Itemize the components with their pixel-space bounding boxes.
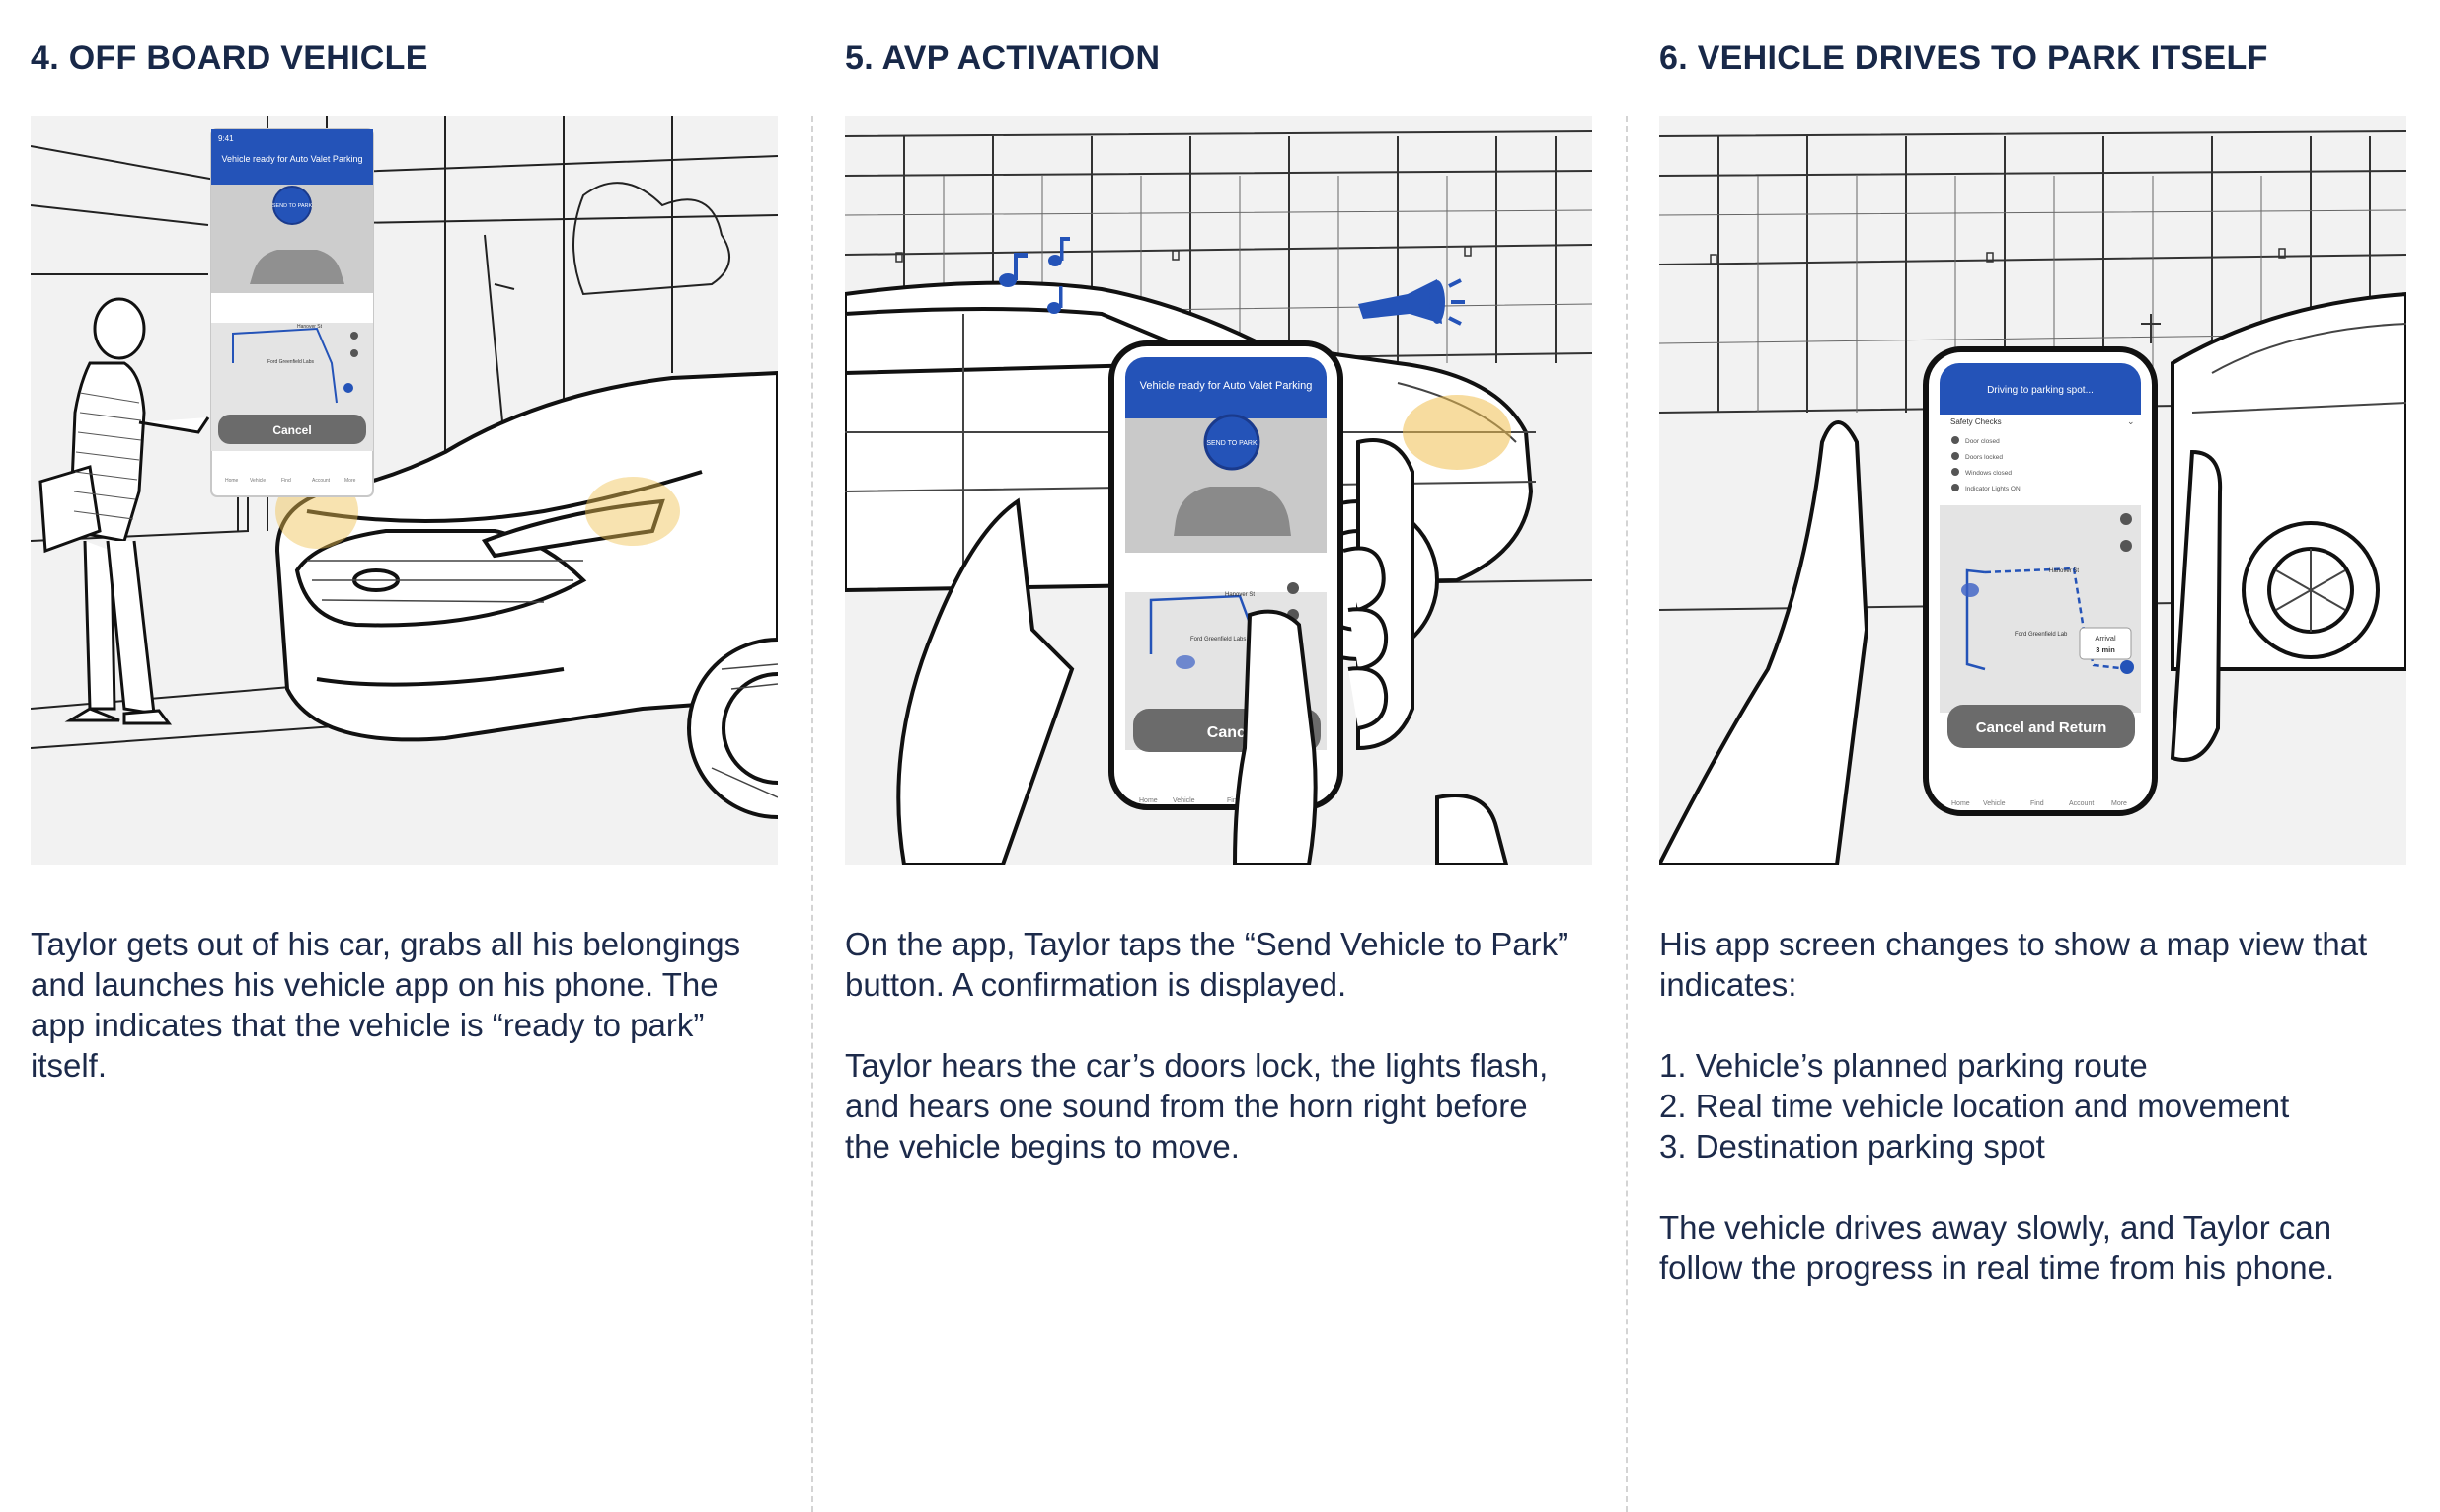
nav-find[interactable]: Find bbox=[281, 478, 291, 484]
app-header-text: Vehicle ready for Auto Valet Parking bbox=[1140, 380, 1313, 392]
storyboard-panel-off-board: 4. OFF BOARD VEHICLE bbox=[31, 0, 778, 1512]
check-icon bbox=[1951, 452, 1959, 460]
layers-icon[interactable] bbox=[2120, 513, 2132, 525]
cancel-and-return-button[interactable] bbox=[1947, 705, 2135, 748]
vehicle-image bbox=[250, 250, 344, 284]
arrival-label: Arrival bbox=[2095, 634, 2116, 643]
nav-vehicle[interactable]: Vehicle bbox=[1983, 800, 2006, 807]
description-line: 1. Vehicle’s planned parking route bbox=[1659, 1047, 2148, 1084]
nav-more[interactable]: More bbox=[2111, 800, 2127, 807]
layers-icon[interactable] bbox=[1287, 582, 1299, 594]
description-paragraph: On the app, Taylor taps the “Send Vehicl… bbox=[845, 924, 1592, 1005]
description-paragraph: 1. Vehicle’s planned parking route 2. Re… bbox=[1659, 1045, 2406, 1167]
storyboard-panel-avp-activation: 5. AVP ACTIVATION bbox=[845, 0, 1592, 1512]
send-to-park-button[interactable] bbox=[1203, 414, 1260, 471]
panel-title: 6. VEHICLE DRIVES TO PARK ITSELF bbox=[1659, 39, 2268, 77]
send-to-park-label: SEND TO PARK bbox=[1206, 440, 1258, 447]
panel-title: 5. AVP ACTIVATION bbox=[845, 39, 1161, 77]
nav-vehicle[interactable]: Vehicle bbox=[1173, 797, 1195, 804]
parking-pin-icon bbox=[343, 383, 353, 393]
check-icon bbox=[1951, 484, 1959, 491]
panel-description: Taylor gets out of his car, grabs all hi… bbox=[31, 924, 778, 1126]
description-line: The vehicle drives away slowly, and Tayl… bbox=[1659, 1209, 2332, 1246]
map-view bbox=[1940, 505, 2141, 713]
send-to-park-button[interactable] bbox=[272, 186, 312, 225]
send-to-park-label: SEND TO PARK bbox=[272, 203, 313, 209]
panel-description: His app screen changes to show a map vie… bbox=[1659, 924, 2406, 1328]
description-paragraph: The vehicle drives away slowly, and Tayl… bbox=[1659, 1207, 2406, 1288]
chevron-down-icon[interactable]: ⌄ bbox=[2127, 416, 2135, 426]
illustration-off-board: 9:41 Vehicle ready for Auto Valet Parkin… bbox=[31, 116, 778, 865]
map-street-label: Hanover St bbox=[297, 324, 323, 330]
safety-check-item: Windows closed bbox=[1965, 470, 2012, 477]
description-paragraph: His app screen changes to show a map vie… bbox=[1659, 924, 2406, 1005]
description-paragraph: Taylor hears the car’s doors lock, the l… bbox=[845, 1045, 1592, 1167]
description-line: and hears one sound from the horn right … bbox=[845, 1088, 1528, 1124]
description-line: app indicates that the vehicle is “ready… bbox=[31, 1007, 705, 1043]
vehicle-location-marker bbox=[1176, 655, 1195, 669]
camera-icon[interactable] bbox=[350, 349, 358, 357]
panel-divider bbox=[811, 116, 813, 1512]
description-line: follow the progress in real time from hi… bbox=[1659, 1249, 2335, 1286]
description-line: itself. bbox=[31, 1047, 108, 1084]
nav-home[interactable]: Home bbox=[1139, 797, 1158, 804]
description-line: the vehicle begins to move. bbox=[845, 1128, 1240, 1165]
description-line: button. A confirmation is displayed. bbox=[845, 966, 1347, 1003]
nav-vehicle[interactable]: Vehicle bbox=[250, 478, 266, 484]
arrival-tooltip bbox=[2079, 627, 2132, 660]
illustration-avp-activation: Vehicle ready for Auto Valet Parking SEN… bbox=[845, 116, 1592, 865]
app-header-text: Vehicle ready for Auto Valet Parking bbox=[222, 154, 363, 164]
vehicle-location-marker bbox=[1961, 583, 1979, 597]
nav-find[interactable]: Find bbox=[2030, 800, 2044, 807]
description-paragraph: Taylor gets out of his car, grabs all hi… bbox=[31, 924, 778, 1086]
description-line: Taylor hears the car’s doors lock, the l… bbox=[845, 1047, 1549, 1084]
storyboard-panel-vehicle-drives: 6. VEHICLE DRIVES TO PARK ITSELF bbox=[1659, 0, 2406, 1512]
nav-more[interactable]: More bbox=[344, 478, 356, 484]
panel-title: 4. OFF BOARD VEHICLE bbox=[31, 39, 428, 77]
safety-check-item: Door closed bbox=[1965, 438, 2000, 445]
nav-home[interactable]: Home bbox=[225, 478, 239, 484]
description-line: 2. Real time vehicle location and moveme… bbox=[1659, 1088, 2290, 1124]
vehicle-image bbox=[1174, 487, 1291, 536]
description-line: indicates: bbox=[1659, 966, 1797, 1003]
parking-pin-icon bbox=[2120, 660, 2134, 674]
music-notes-icon bbox=[999, 237, 1070, 314]
cancel-and-return-label: Cancel and Return bbox=[1976, 719, 2107, 736]
safety-check-item: Indicator Lights ON bbox=[1965, 486, 2021, 492]
description-line: 3. Destination parking spot bbox=[1659, 1128, 2045, 1165]
cancel-button-label: Cancel bbox=[272, 423, 311, 437]
description-line: Taylor gets out of his car, grabs all hi… bbox=[31, 926, 741, 962]
app-status-time: 9:41 bbox=[218, 134, 234, 143]
safety-checks-title: Safety Checks bbox=[1950, 417, 2002, 426]
panel-description: On the app, Taylor taps the “Send Vehicl… bbox=[845, 924, 1592, 1207]
panel-divider bbox=[1626, 116, 1628, 1512]
illustration-vehicle-drives: Driving to parking spot... Safety Checks… bbox=[1659, 116, 2406, 865]
description-line: His app screen changes to show a map vie… bbox=[1659, 926, 2368, 962]
horn-icon bbox=[1358, 278, 1465, 326]
nav-find[interactable]: Find bbox=[1227, 797, 1241, 804]
camera-icon[interactable] bbox=[2120, 540, 2132, 552]
map-place-label: Ford Greenfield Labs bbox=[267, 359, 314, 365]
nav-account[interactable]: Account bbox=[2069, 800, 2094, 807]
map-street-label: Hanover St bbox=[2049, 568, 2079, 574]
nav-account[interactable]: Account bbox=[312, 478, 331, 484]
description-line: On the app, Taylor taps the “Send Vehicl… bbox=[845, 926, 1569, 962]
check-icon bbox=[1951, 436, 1959, 444]
nav-home[interactable]: Home bbox=[1951, 800, 1970, 807]
map-place-label: Ford Greenfield Lab bbox=[2015, 632, 2068, 638]
layers-icon[interactable] bbox=[350, 332, 358, 340]
app-header-text: Driving to parking spot... bbox=[1987, 385, 2094, 396]
arrival-time: 3 min bbox=[2096, 645, 2115, 654]
map-place-label: Ford Greenfield Labs bbox=[1190, 637, 1246, 643]
check-icon bbox=[1951, 468, 1959, 476]
description-line: and launches his vehicle app on his phon… bbox=[31, 966, 719, 1003]
cancel-button[interactable] bbox=[218, 415, 366, 444]
safety-check-item: Doors locked bbox=[1965, 454, 2003, 461]
map-street-label: Hanover St bbox=[1225, 592, 1255, 598]
